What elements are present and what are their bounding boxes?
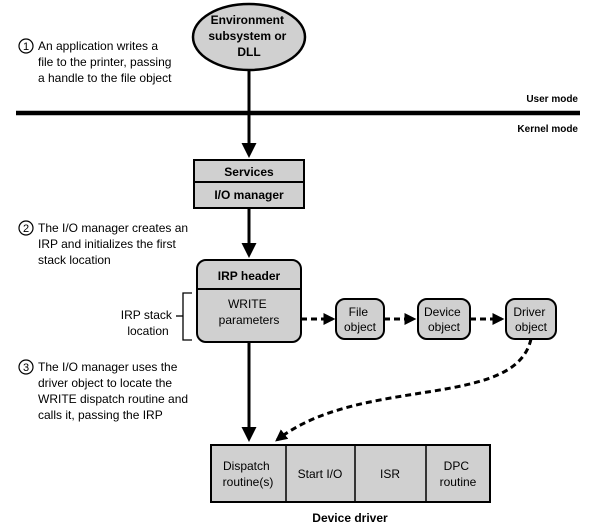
start-io-label: Start I/O bbox=[298, 467, 343, 481]
device-driver-box: Dispatch routine(s) Start I/O ISR DPC ro… bbox=[210, 444, 491, 503]
irp-header-label: IRP header bbox=[218, 269, 281, 283]
environment-line-3: DLL bbox=[237, 45, 260, 59]
dpc-routine-line-1: DPC bbox=[444, 459, 470, 473]
irp-param-line-2: parameters bbox=[219, 313, 280, 327]
svg-text:DPC routine: DPC routine bbox=[440, 459, 477, 489]
environment-line-2: subsystem or bbox=[208, 29, 286, 43]
file-object-line-1: File bbox=[349, 305, 369, 319]
irp-stack-location-annotation: IRP stack location bbox=[121, 292, 192, 341]
svg-text:File object: File object bbox=[344, 305, 377, 334]
svg-text:Device object: Device object bbox=[424, 305, 464, 334]
step-2-line-3: stack location bbox=[38, 253, 111, 267]
step-1-line-3: a handle to the file object bbox=[38, 71, 172, 85]
svg-text:The I/O manager uses the: The I/O manager uses the driver object t… bbox=[38, 360, 191, 422]
step-3-line-2: driver object to locate the bbox=[38, 376, 172, 390]
device-driver-caption: Device driver bbox=[312, 511, 388, 525]
svg-text:WRITE parameters: WRITE parameters bbox=[219, 297, 280, 327]
kernel-mode-label: Kernel mode bbox=[517, 124, 578, 135]
step-2-number: 2 bbox=[23, 223, 29, 235]
step-1-number: 1 bbox=[23, 41, 29, 53]
environment-subsystem-node: Environment subsystem or DLL bbox=[191, 2, 307, 72]
step-2-note: 2 The I/O manager creates an IRP and ini… bbox=[18, 220, 191, 267]
device-object-line-2: object bbox=[428, 320, 461, 334]
user-mode-label: User mode bbox=[526, 94, 578, 105]
irp-stack-line-2: location bbox=[127, 324, 168, 338]
driver-object-node: Driver object bbox=[505, 298, 557, 340]
dispatch-routine-line-2: routine(s) bbox=[223, 475, 274, 489]
io-manager-label: I/O manager bbox=[214, 188, 284, 202]
dpc-routine-line-2: routine bbox=[440, 475, 477, 489]
file-object-node: File object bbox=[335, 298, 385, 340]
driver-object-line-2: object bbox=[515, 320, 548, 334]
device-object-node: Device object bbox=[417, 298, 471, 340]
svg-text:Environment subsystem or: Environment subsystem or DLL bbox=[208, 13, 289, 59]
irp-param-line-1: WRITE bbox=[228, 297, 267, 311]
step-3-line-3: WRITE dispatch routine and bbox=[38, 392, 188, 406]
svg-text:An application writes a: An application writes a file to the prin… bbox=[38, 39, 175, 85]
irp-stack-line-1: IRP stack bbox=[121, 308, 173, 322]
arrow-driver-object-to-dispatch bbox=[275, 338, 533, 442]
step-2-line-2: IRP and initializes the first bbox=[38, 237, 177, 251]
step-3-number: 3 bbox=[23, 362, 29, 374]
file-object-line-2: object bbox=[344, 320, 377, 334]
services-box: Services I/O manager bbox=[193, 159, 305, 209]
step-1-note: 1 An application writes a file to the pr… bbox=[18, 38, 175, 85]
isr-label: ISR bbox=[380, 467, 400, 481]
step-1-line-2: file to the printer, passing bbox=[38, 55, 171, 69]
irp-box: IRP header WRITE parameters bbox=[196, 259, 302, 343]
svg-text:Driver object: Driver object bbox=[513, 305, 548, 334]
step-2-line-1: The I/O manager creates an bbox=[38, 221, 188, 235]
svg-text:The I/O manager creates an: The I/O manager creates an IRP and initi… bbox=[38, 221, 191, 267]
svg-text:IRP stack location: IRP stack location bbox=[121, 308, 175, 338]
step-3-note: 3 The I/O manager uses the driver object… bbox=[18, 359, 191, 422]
svg-text:Dispatch routine(s): Dispatch routine(s) bbox=[223, 459, 274, 489]
device-object-line-1: Device bbox=[424, 305, 461, 319]
dispatch-routine-line-1: Dispatch bbox=[223, 459, 270, 473]
step-1-line-1: An application writes a bbox=[38, 39, 158, 53]
driver-object-line-1: Driver bbox=[513, 305, 545, 319]
step-3-line-1: The I/O manager uses the bbox=[38, 360, 178, 374]
step-3-line-4: calls it, passing the IRP bbox=[38, 408, 163, 422]
services-label: Services bbox=[224, 165, 274, 179]
environment-line-1: Environment bbox=[211, 13, 284, 27]
